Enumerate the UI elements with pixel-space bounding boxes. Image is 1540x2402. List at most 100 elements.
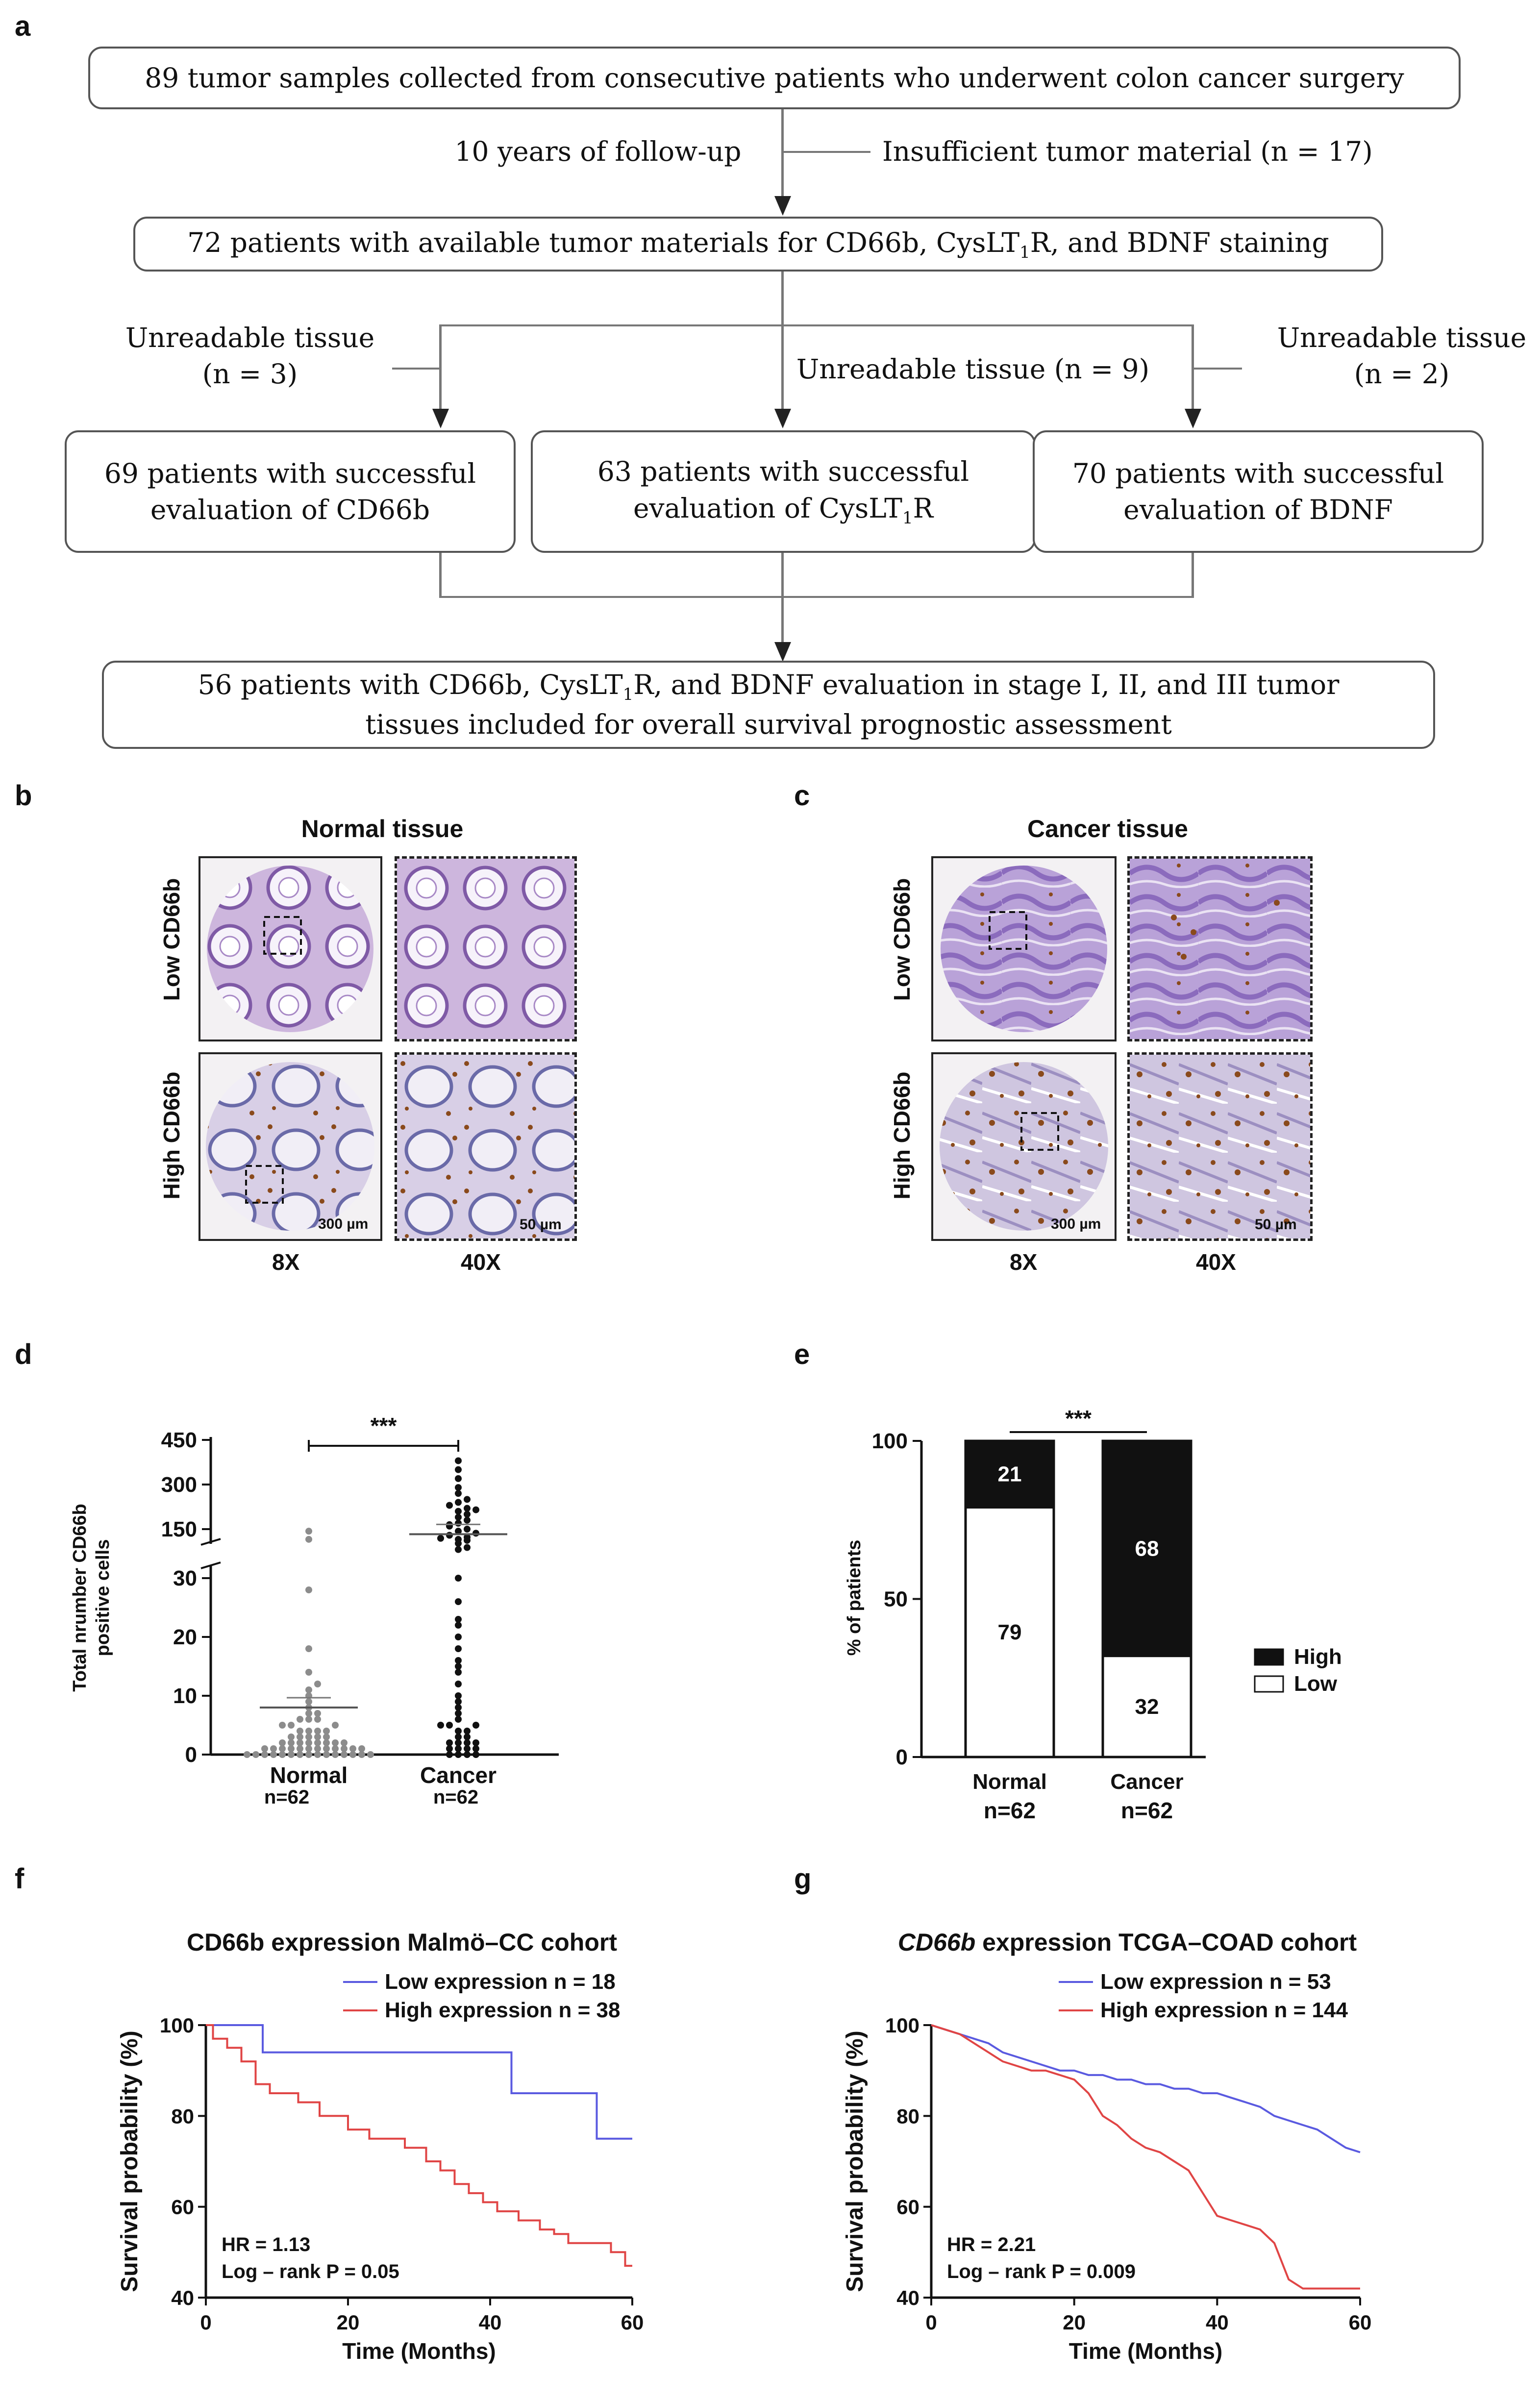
d-point-cancer xyxy=(455,1519,462,1527)
unreadable-right: Unreadable tissue(n = 2) xyxy=(1277,322,1527,390)
g-logrank: Log – rank P = 0.009 xyxy=(947,2261,1136,2282)
flow-line-main-2 xyxy=(781,271,784,413)
d-point-normal xyxy=(297,1739,303,1746)
e-legend-label-low: Low xyxy=(1294,1672,1338,1696)
g-ylabel: Survival probability (%) xyxy=(842,2031,868,2292)
g-xtick-label: 0 xyxy=(925,2311,937,2334)
panel-b-row-high-label: High CD66b xyxy=(159,1071,184,1200)
d-point-normal xyxy=(297,1733,303,1740)
d-point-normal xyxy=(314,1739,321,1746)
d-n-label: n=62 xyxy=(264,1786,309,1808)
f-ytick-label: 40 xyxy=(171,2286,194,2309)
panel-c-high-40x-image: 50 µm xyxy=(1127,1052,1313,1241)
e-bar-high xyxy=(964,1439,1055,1509)
arrowhead-1 xyxy=(774,196,791,216)
d-ytick-label: 20 xyxy=(173,1625,197,1649)
d-point-normal xyxy=(297,1745,303,1752)
d-point-cancer xyxy=(455,1733,462,1740)
g-legend-label: Low expression n = 53 xyxy=(1100,1970,1331,1994)
d-point-cancer xyxy=(446,1751,453,1758)
d-point-cancer xyxy=(455,1663,462,1670)
d-point-cancer xyxy=(455,1645,462,1652)
d-point-cancer xyxy=(455,1657,462,1664)
d-point-normal xyxy=(288,1722,295,1729)
f-curve xyxy=(206,2024,632,2140)
d-point-normal xyxy=(288,1739,295,1746)
d-point-normal xyxy=(314,1681,321,1687)
d-point-normal xyxy=(332,1745,339,1752)
d-point-normal xyxy=(305,1645,312,1652)
d-point-cancer xyxy=(446,1502,453,1509)
d-point-cancer xyxy=(464,1728,471,1734)
d-point-normal xyxy=(270,1745,277,1752)
panel-b-label: b xyxy=(15,780,32,812)
flow-arrowheads xyxy=(432,196,1201,662)
panel-c-scalebar-8x: 300 µm xyxy=(1051,1216,1101,1232)
d-ylabel-line2: positive cells xyxy=(93,1539,113,1657)
d-point-cancer xyxy=(472,1739,479,1746)
d-point-normal xyxy=(332,1722,339,1729)
d-point-cancer xyxy=(472,1722,479,1729)
g-xtick-label: 20 xyxy=(1063,2311,1086,2334)
d-point-normal xyxy=(305,1669,312,1676)
f-legend-label: High expression n = 38 xyxy=(385,1998,621,2022)
e-ylabel: % of patients xyxy=(844,1540,865,1656)
panel-g-label: g xyxy=(794,1863,812,1895)
d-point-cancer xyxy=(464,1534,471,1541)
insufficient-label: Insufficient tumor material (n = 17) xyxy=(882,136,1373,167)
d-ytick-label: 150 xyxy=(161,1517,197,1541)
f-ylabel: Survival probability (%) xyxy=(117,2031,143,2292)
panel-b-row-low-label: Low CD66b xyxy=(159,878,184,1001)
d-point-cancer xyxy=(464,1733,471,1740)
f-xtick-label: 60 xyxy=(621,2311,644,2334)
d-point-cancer xyxy=(464,1745,471,1752)
d-point-cancer xyxy=(455,1546,462,1553)
d-point-normal xyxy=(305,1739,312,1746)
g-curve xyxy=(931,2024,1360,2290)
d-point-normal xyxy=(305,1686,312,1693)
d-point-cancer xyxy=(455,1634,462,1640)
d-point-normal xyxy=(305,1733,312,1740)
d-category-label: Cancer xyxy=(420,1762,497,1788)
d-ytick-label: 450 xyxy=(161,1428,197,1452)
f-xtick-label: 0 xyxy=(200,2311,211,2334)
d-point-normal xyxy=(279,1745,286,1752)
d-point-normal xyxy=(305,1745,312,1752)
e-bar-high-label: 21 xyxy=(998,1462,1022,1486)
e-category-label: Cancer xyxy=(1110,1770,1183,1794)
flow-line-main-1 xyxy=(781,109,784,199)
panel-b-high-40x-image: 50 µm xyxy=(395,1052,577,1241)
d-category-label: Normal xyxy=(270,1762,348,1788)
panel-b-high-8x-image: 300 µm xyxy=(199,1052,382,1241)
d-point-normal xyxy=(341,1739,348,1746)
panel-e-label: e xyxy=(794,1338,810,1370)
g-xtick-label: 40 xyxy=(1206,2311,1229,2334)
panel-c-row-low-label: Low CD66b xyxy=(889,878,915,1001)
d-point-cancer xyxy=(455,1616,462,1623)
d-point-cancer xyxy=(446,1722,453,1729)
panel-c-label: c xyxy=(794,780,810,812)
arrowhead-5 xyxy=(774,642,791,662)
d-point-normal xyxy=(314,1751,321,1758)
d-point-normal xyxy=(332,1751,339,1758)
d-point-normal xyxy=(279,1751,286,1758)
unreadable-mid: Unreadable tissue (n = 9) xyxy=(796,353,1150,385)
d-point-normal xyxy=(314,1716,321,1723)
d-point-cancer xyxy=(464,1544,471,1551)
d-point-cancer xyxy=(455,1513,462,1521)
d-ytick-label: 300 xyxy=(161,1473,197,1497)
f-logrank: Log – rank P = 0.05 xyxy=(222,2261,399,2282)
d-point-normal xyxy=(305,1586,312,1593)
flow-line-merge-right xyxy=(1192,553,1194,598)
d-point-cancer xyxy=(455,1716,462,1723)
d-point-cancer xyxy=(455,1692,462,1699)
e-legend-swatch-high xyxy=(1254,1648,1284,1666)
d-point-normal xyxy=(297,1728,303,1734)
d-point-cancer xyxy=(455,1457,462,1464)
d-ylabel-line1: Total nrumber CD66b xyxy=(70,1504,90,1692)
d-point-cancer xyxy=(464,1526,471,1533)
panel-d-label: d xyxy=(15,1338,32,1370)
e-n-label: n=62 xyxy=(984,1798,1036,1823)
